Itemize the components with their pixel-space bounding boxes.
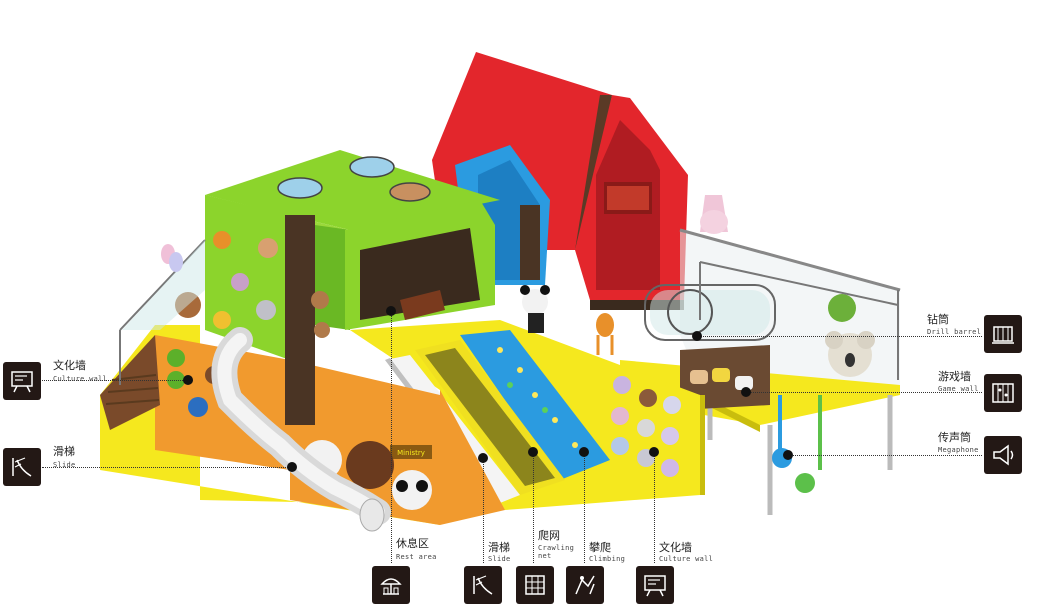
crawling-net-icon [516,566,554,604]
megaphone-sublabel: Megaphone [938,446,979,454]
culture-wall-left-sublabel: Culture wall [53,375,108,383]
marker-game-wall [741,387,751,397]
tube-slide [211,327,391,532]
marker-megaphone [783,450,793,460]
slide-bottom-label: 滑梯 [488,541,510,554]
drill-barrel-sublabel: Drill barrel [927,328,982,336]
marker-culture-wall-bottom [649,447,659,457]
crawling-net [415,340,565,495]
rest-area-sublabel: Rest area [396,553,437,561]
marker-culture-wall-left [183,375,193,385]
marker-slide-left [287,462,297,472]
leader-crawling-net [533,452,534,563]
culture-wall-panel [611,376,681,477]
banner-text: Ministry [397,449,425,457]
leader-megaphone [788,455,982,456]
crawling-net-sublabel: Crawling net [538,544,575,560]
game-wall-label: 游戏墙 [938,370,971,383]
leader-slide-bottom [483,458,484,563]
leader-slide-left [42,467,292,468]
slide-icon [464,566,502,604]
rest-area-label: 休息区 [396,537,429,550]
culture-wall-left-label: 文化墙 [53,359,86,372]
marker-rest-area [386,306,396,316]
drill-barrel-label: 钻筒 [927,313,949,326]
panda-deer [520,285,614,355]
climbing-icon [566,566,604,604]
slide-left-sublabel: Slide [53,461,76,469]
marker-crawling-net [528,447,538,457]
slide-bottom-sublabel: Slide [488,555,511,563]
slide-icon [3,448,41,486]
leader-rest-area [391,313,392,563]
green-tower [175,150,500,425]
crawling-net-label: 爬网 [538,529,560,542]
marker-climbing [579,447,589,457]
climbing-wall [460,330,610,480]
leader-climbing [584,452,585,563]
megaphone-icon [984,436,1022,474]
marker-drill-barrel [692,331,702,341]
marker-slide-bottom [478,453,488,463]
slide-left-label: 滑梯 [53,445,75,458]
culture-wall-bottom-label: 文化墙 [659,541,692,554]
climbing-sublabel: Climbing [589,555,626,563]
leader-culture-wall-left [42,380,187,381]
culture-wall-bottom-sublabel: Culture wall [659,555,714,563]
climbing-label: 攀爬 [589,541,611,554]
culture-wall-icon [636,566,674,604]
leader-culture-wall-bottom [654,452,655,563]
drill-barrel-icon [984,315,1022,353]
rest-area-icon [372,566,410,604]
leader-game-wall [746,392,982,393]
leader-drill-barrel [697,336,982,337]
culture-wall-icon [3,362,41,400]
game-wall-icon [984,374,1022,412]
left-railing [119,239,206,385]
megaphone-label: 传声筒 [938,431,971,444]
game-wall-sublabel: Game wall [938,385,979,393]
